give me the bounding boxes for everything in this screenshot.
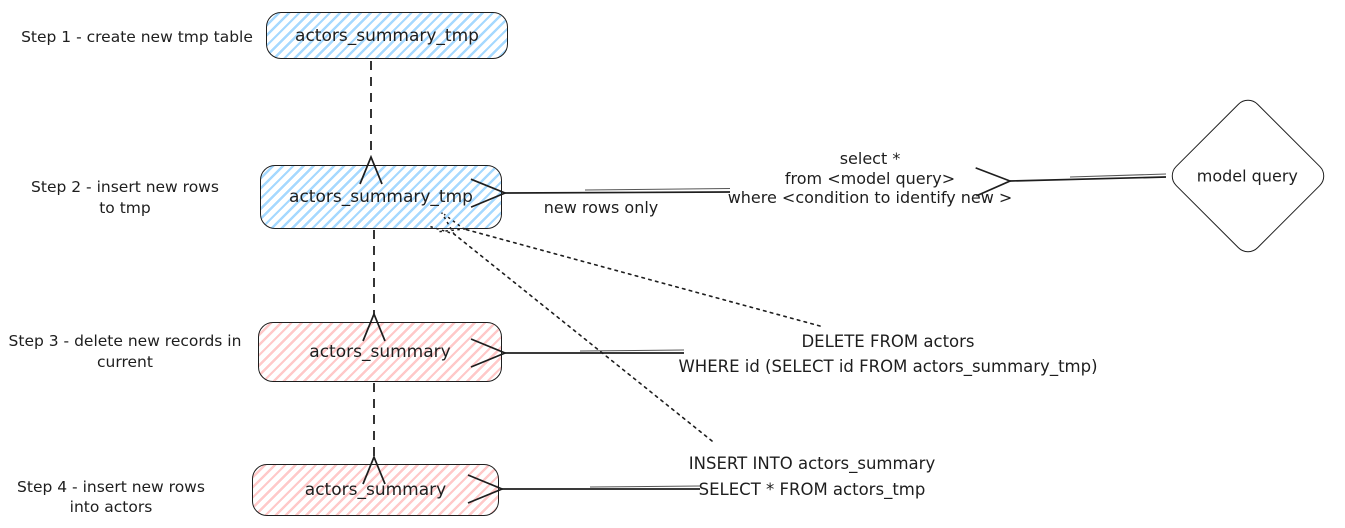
arrow-sketch-line (1069, 173, 1167, 178)
dotted-ref-delete-to-tmp (464, 229, 821, 327)
step-4-label: Step 4 - insert new rows into actors (10, 477, 212, 517)
new-rows-only-label: new rows only (543, 198, 659, 217)
node-actors-summary-step3: actors_summary (258, 322, 502, 382)
node-actors-summary-tmp-step2: actors_summary_tmp (260, 165, 502, 229)
label-line: Step 3 - delete new records in (8, 332, 242, 350)
label-line: Step 2 - insert new rows (31, 178, 219, 196)
node-label: actors_summary (309, 342, 451, 362)
node-actors-summary-step4: actors_summary (252, 464, 499, 516)
node-label: actors_summary_tmp (295, 25, 479, 46)
sql-line: DELETE FROM actors (801, 332, 975, 351)
node-label: actors_summary (304, 480, 447, 500)
node-model-query: model query (1165, 93, 1331, 259)
label-line: Step 1 - create new tmp table (21, 28, 253, 46)
node-actors-summary-tmp-step1: actors_summary_tmp (266, 12, 508, 59)
sql-line: select * (839, 149, 901, 168)
step-2-label: Step 2 - insert new rows to tmp (20, 177, 230, 219)
sql-line: INSERT INTO actors_summary (688, 454, 936, 473)
node-label: model query (1197, 166, 1299, 186)
sql-line: WHERE id (SELECT id FROM actors_summary_… (678, 357, 1098, 376)
label-line: into actors (69, 498, 153, 516)
sql-line: where <condition to identify new > (727, 188, 1013, 207)
select-query-annotation: select * from <model query> where <condi… (700, 149, 1040, 208)
label-line: current (97, 353, 153, 371)
sql-line: from <model query> (784, 168, 956, 188)
sql-line: SELECT * FROM actors_tmp (698, 480, 926, 499)
insert-query-annotation: INSERT INTO actors_summary SELECT * FROM… (662, 451, 962, 503)
delete-query-annotation: DELETE FROM actors WHERE id (SELECT id F… (673, 329, 1103, 379)
arrow-sketch-line (579, 349, 685, 352)
step-1-label: Step 1 - create new tmp table (8, 27, 266, 48)
label-line: to tmp (99, 199, 151, 217)
arrow-new-rows-to-tmp (505, 192, 731, 193)
node-label: actors_summary_tmp (289, 187, 473, 207)
step-3-label: Step 3 - delete new records in current (2, 331, 248, 373)
label-line: Step 4 - insert new rows (17, 478, 205, 496)
